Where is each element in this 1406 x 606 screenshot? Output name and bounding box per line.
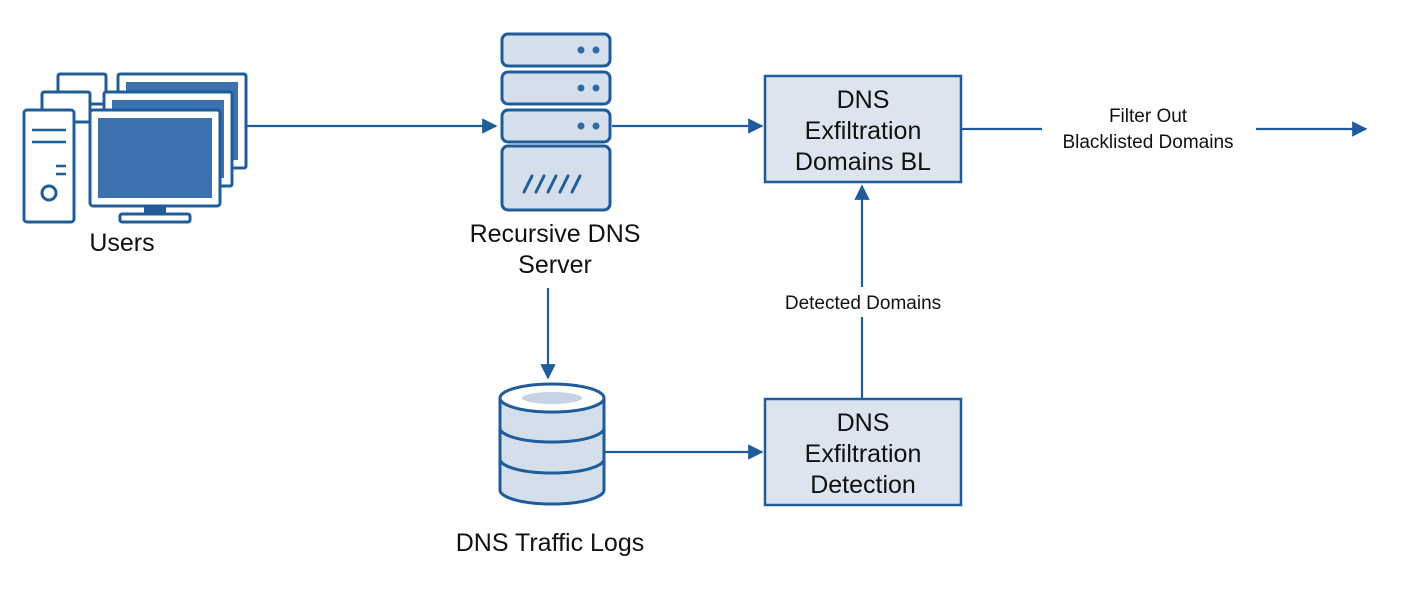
traffic-logs-label: DNS Traffic Logs (456, 529, 645, 557)
detection-box: DNS Exfiltration Detection (763, 397, 963, 507)
blacklist-line1: DNS (837, 86, 890, 114)
users-label: Users (89, 229, 154, 257)
detected-domains-label: Detected Domains (785, 293, 941, 314)
filter-out-label-line1: Filter Out (1109, 106, 1188, 127)
database-icon (498, 382, 606, 506)
blacklist-box: DNS Exfiltration Domains BL (763, 74, 963, 184)
blacklist-line3: Domains BL (795, 148, 931, 176)
filter-out-label-line2: Blacklisted Domains (1062, 132, 1233, 153)
dns-server-label-line1: Recursive DNS (470, 220, 641, 248)
computers-icon (22, 72, 248, 224)
blacklist-line2: Exfiltration (805, 117, 922, 145)
detection-line1: DNS (837, 409, 890, 437)
detection-line2: Exfiltration (805, 440, 922, 468)
detection-line3: Detection (810, 471, 916, 499)
server-icon (500, 32, 612, 212)
dns-server-label-line2: Server (518, 251, 592, 279)
